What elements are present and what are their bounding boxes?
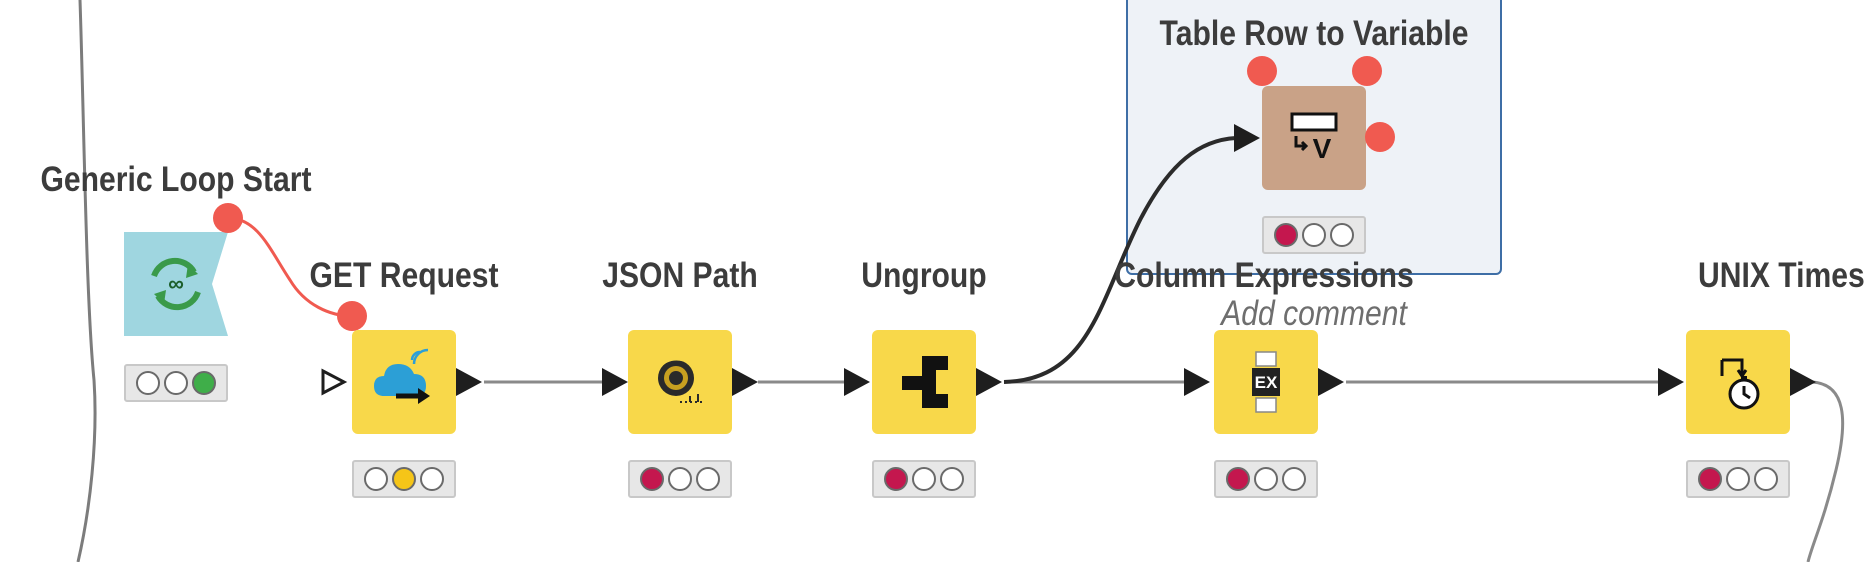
- node-label-get-request[interactable]: GET Request: [309, 256, 499, 295]
- node-label-json-path[interactable]: JSON Path: [602, 256, 758, 295]
- node-status-get-request: [352, 460, 456, 498]
- flow-variable-out-port[interactable]: [1352, 56, 1382, 86]
- data-input-port[interactable]: [1658, 368, 1684, 396]
- node-column-expressions[interactable]: EX: [1214, 330, 1318, 434]
- data-input-port[interactable]: [1234, 124, 1260, 152]
- status-light-yellow: [392, 467, 416, 491]
- table-row-to-variable-icon: V: [1290, 112, 1338, 164]
- timestamp-icon: [1720, 358, 1760, 410]
- data-input-port[interactable]: [602, 368, 628, 396]
- node-status-ungroup: [872, 460, 976, 498]
- status-light: [364, 467, 388, 491]
- node-label-column-expressions[interactable]: Column Expressions: [1114, 256, 1414, 295]
- node-label-unix-timestamp[interactable]: UNIX Timestamp to Date: [1698, 256, 1864, 295]
- data-input-port[interactable]: [844, 368, 870, 396]
- node-status-column-expressions: [1214, 460, 1318, 498]
- status-light: [164, 371, 188, 395]
- status-light: [668, 467, 692, 491]
- status-light-red: [884, 467, 908, 491]
- json-path-icon: [656, 357, 702, 403]
- status-light: [940, 467, 964, 491]
- expression-icon: EX: [1252, 351, 1280, 413]
- node-status-table-row-to-variable: [1262, 216, 1366, 254]
- status-light-green: [192, 371, 216, 395]
- node-ungroup[interactable]: [872, 330, 976, 434]
- status-light: [136, 371, 160, 395]
- status-light: [912, 467, 936, 491]
- flow-variable-in-port[interactable]: [337, 301, 367, 331]
- connection-unix-outgoing: [1806, 380, 1845, 562]
- status-light: [1754, 467, 1778, 491]
- node-status-json-path: [628, 460, 732, 498]
- data-output-port[interactable]: [732, 368, 758, 396]
- node-status-unix-timestamp: [1686, 460, 1790, 498]
- svg-text:V: V: [1313, 133, 1332, 164]
- flow-variable-connection: [227, 216, 353, 318]
- flow-variable-in-port[interactable]: [1247, 56, 1277, 86]
- status-light: [420, 467, 444, 491]
- optional-input-port[interactable]: [320, 368, 348, 396]
- data-output-port[interactable]: [456, 368, 482, 396]
- data-input-port[interactable]: [1184, 368, 1210, 396]
- status-light-red: [1226, 467, 1250, 491]
- node-unix-timestamp[interactable]: [1686, 330, 1790, 434]
- status-light: [1726, 467, 1750, 491]
- node-label-ungroup[interactable]: Ungroup: [861, 256, 987, 295]
- status-light: [1330, 223, 1354, 247]
- node-label-generic-loop-start[interactable]: Generic Loop Start: [40, 160, 312, 199]
- node-status-generic-loop-start: [124, 364, 228, 402]
- node-get-request[interactable]: [352, 330, 456, 434]
- expression-icon-text: EX: [1255, 373, 1278, 392]
- node-table-row-to-variable[interactable]: V: [1262, 86, 1366, 190]
- connection-ungroup-to-tablerow: [1003, 136, 1237, 384]
- node-label-table-row-to-variable[interactable]: Table Row to Variable: [1159, 14, 1469, 53]
- cloud-upload-icon: [374, 348, 430, 404]
- ungroup-icon: [902, 356, 948, 408]
- status-light-red: [1274, 223, 1298, 247]
- flow-variable-out-port[interactable]: [1365, 122, 1395, 152]
- data-output-port[interactable]: [1790, 368, 1816, 396]
- status-light: [1254, 467, 1278, 491]
- flow-variable-out-port[interactable]: [213, 203, 243, 233]
- status-light: [1302, 223, 1326, 247]
- loop-icon: ∞: [124, 232, 228, 336]
- status-light-red: [640, 467, 664, 491]
- data-output-port[interactable]: [1318, 368, 1344, 396]
- node-comment-column-expressions[interactable]: Add comment: [1221, 294, 1407, 333]
- status-light: [1282, 467, 1306, 491]
- status-light: [696, 467, 720, 491]
- node-generic-loop-start[interactable]: ∞: [124, 232, 228, 336]
- data-output-port[interactable]: [976, 368, 1002, 396]
- workflow-boundary-line: [76, 0, 97, 562]
- status-light-red: [1698, 467, 1722, 491]
- svg-text:∞: ∞: [168, 271, 184, 296]
- node-json-path[interactable]: [628, 330, 732, 434]
